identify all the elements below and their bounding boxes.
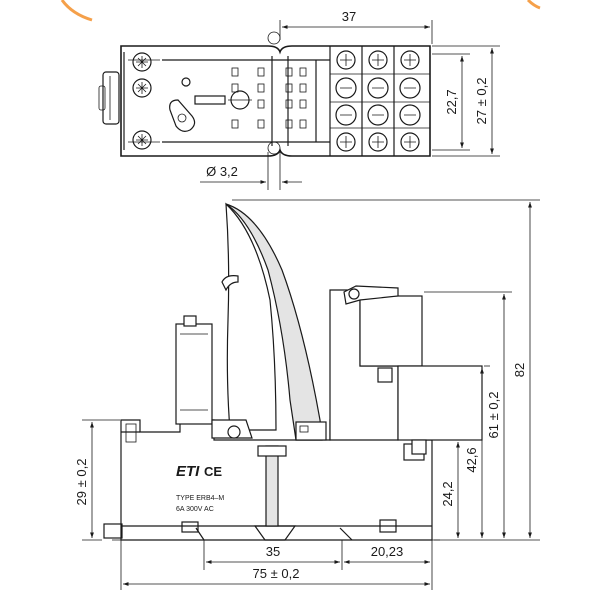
corner-accent-left (60, 0, 93, 22)
retaining-clip (169, 77, 226, 132)
dim-base-20: 20,23 (371, 544, 404, 559)
top-screw-terminal (132, 52, 152, 72)
top-view: 37 22,7 27 ± 0,2 Ø 3,2 (98, 9, 500, 190)
top-screw-terminal (132, 130, 152, 150)
top-terminal-block (330, 46, 430, 156)
dim-top-outer-height: 27 ± 0,2 (474, 78, 489, 125)
ce-mark: CE (204, 464, 222, 479)
dim-base-35: 35 (266, 544, 280, 559)
top-screw-terminal (132, 78, 152, 98)
corner-accent-right (526, 0, 541, 10)
dim-top-inner-height: 22,7 (444, 89, 459, 114)
dim-overall-height: 82 (512, 363, 527, 377)
side-view: ETI CE TYPE ERB4–M 6A 300V AC 82 61 ± 0,… (74, 199, 540, 590)
brand-logo: ETI (176, 463, 200, 480)
socket-pin-grid (231, 67, 307, 129)
dim-top-width: 37 (342, 9, 356, 24)
dim-height-42: 42,6 (464, 447, 479, 472)
type-label: TYPE ERB4–M (176, 495, 224, 502)
dim-hole-diameter: Ø 3,2 (206, 164, 238, 179)
rating-label: 6A 300V AC (176, 506, 214, 513)
dim-height-24: 24,2 (440, 481, 455, 506)
dim-height-29: 29 ± 0,2 (74, 459, 89, 506)
dim-height-61: 61 ± 0,2 (486, 392, 501, 439)
dim-base-75: 75 ± 0,2 (253, 566, 300, 581)
